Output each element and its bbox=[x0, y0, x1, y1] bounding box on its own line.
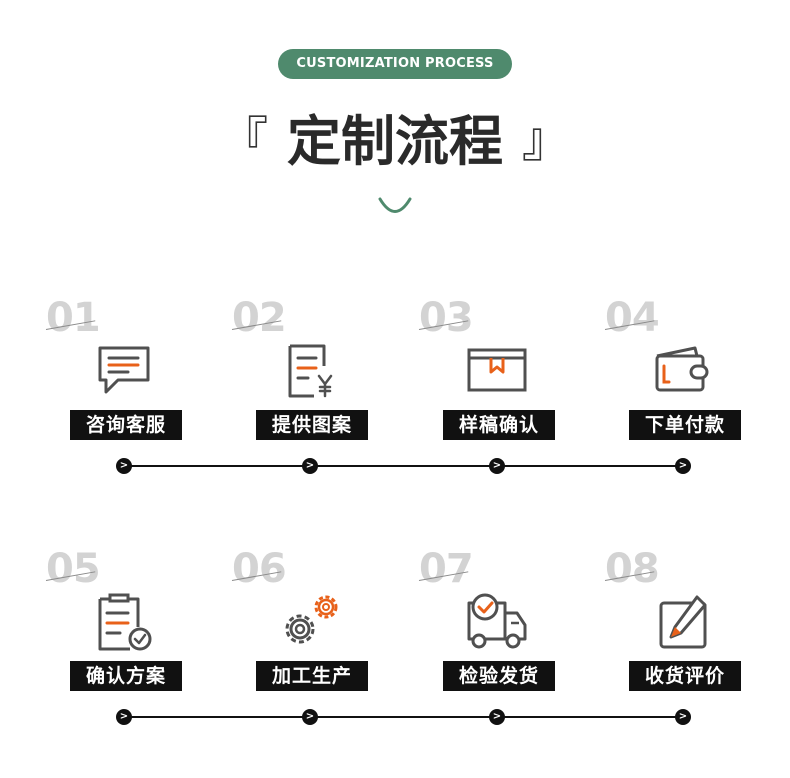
timeline-line bbox=[124, 716, 684, 718]
step-label: 咨询客服 bbox=[70, 410, 182, 440]
timeline-arrow-dot: > bbox=[675, 458, 691, 474]
chat-bubble-icon bbox=[98, 346, 150, 394]
step-label: 检验发货 bbox=[443, 661, 555, 691]
step-01: 01 咨询客服 bbox=[45, 295, 186, 446]
step-05: 05 确认方案 bbox=[45, 546, 186, 697]
step-number: 02 bbox=[232, 295, 287, 341]
box-sample-icon bbox=[467, 348, 527, 392]
step-number: 08 bbox=[605, 546, 660, 592]
step-number: 06 bbox=[232, 546, 287, 592]
page-title: 『 定制流程 』 bbox=[0, 104, 790, 178]
title-text: 定制流程 bbox=[287, 110, 503, 173]
timeline-arrow-dot: > bbox=[302, 458, 318, 474]
timeline-line bbox=[124, 465, 684, 467]
step-number: 03 bbox=[419, 295, 474, 341]
document-yen-icon bbox=[288, 344, 333, 398]
timeline-row-1: > > > > bbox=[116, 456, 692, 476]
timeline-row-2: > > > > bbox=[116, 707, 692, 727]
step-number: 05 bbox=[46, 546, 101, 592]
step-03: 03 样稿确认 bbox=[418, 295, 559, 446]
clipboard-check-icon bbox=[98, 593, 152, 651]
step-label: 下单付款 bbox=[629, 410, 741, 440]
process-pill-badge: CUSTOMIZATION PROCESS bbox=[278, 49, 512, 79]
title-bracket-left: 『 bbox=[220, 112, 269, 168]
wallet-icon bbox=[655, 346, 709, 392]
timeline-arrow-dot: > bbox=[489, 709, 505, 725]
step-number: 04 bbox=[605, 295, 660, 341]
timeline-arrow-dot: > bbox=[675, 709, 691, 725]
step-label: 确认方案 bbox=[70, 661, 182, 691]
timeline-arrow-dot: > bbox=[302, 709, 318, 725]
timeline-arrow-dot: > bbox=[489, 458, 505, 474]
step-07: 07 检验发货 bbox=[418, 546, 559, 697]
timeline-arrow-dot: > bbox=[116, 458, 132, 474]
step-label: 样稿确认 bbox=[443, 410, 555, 440]
delivery-truck-icon bbox=[467, 593, 527, 649]
gears-icon bbox=[285, 595, 338, 644]
step-label: 加工生产 bbox=[256, 661, 368, 691]
step-06: 06 加工生产 bbox=[231, 546, 372, 697]
step-02: 02 提供图案 bbox=[231, 295, 372, 446]
step-number: 07 bbox=[419, 546, 474, 592]
step-number: 01 bbox=[46, 295, 101, 341]
step-label: 收货评价 bbox=[629, 661, 741, 691]
step-08: 08 收货评价 bbox=[604, 546, 745, 697]
title-bracket-right: 』 bbox=[521, 112, 570, 168]
smile-arc-icon bbox=[378, 197, 412, 213]
step-label: 提供图案 bbox=[256, 410, 368, 440]
step-04: 04 下单付款 bbox=[604, 295, 745, 446]
edit-review-icon bbox=[659, 595, 707, 649]
timeline-arrow-dot: > bbox=[116, 709, 132, 725]
